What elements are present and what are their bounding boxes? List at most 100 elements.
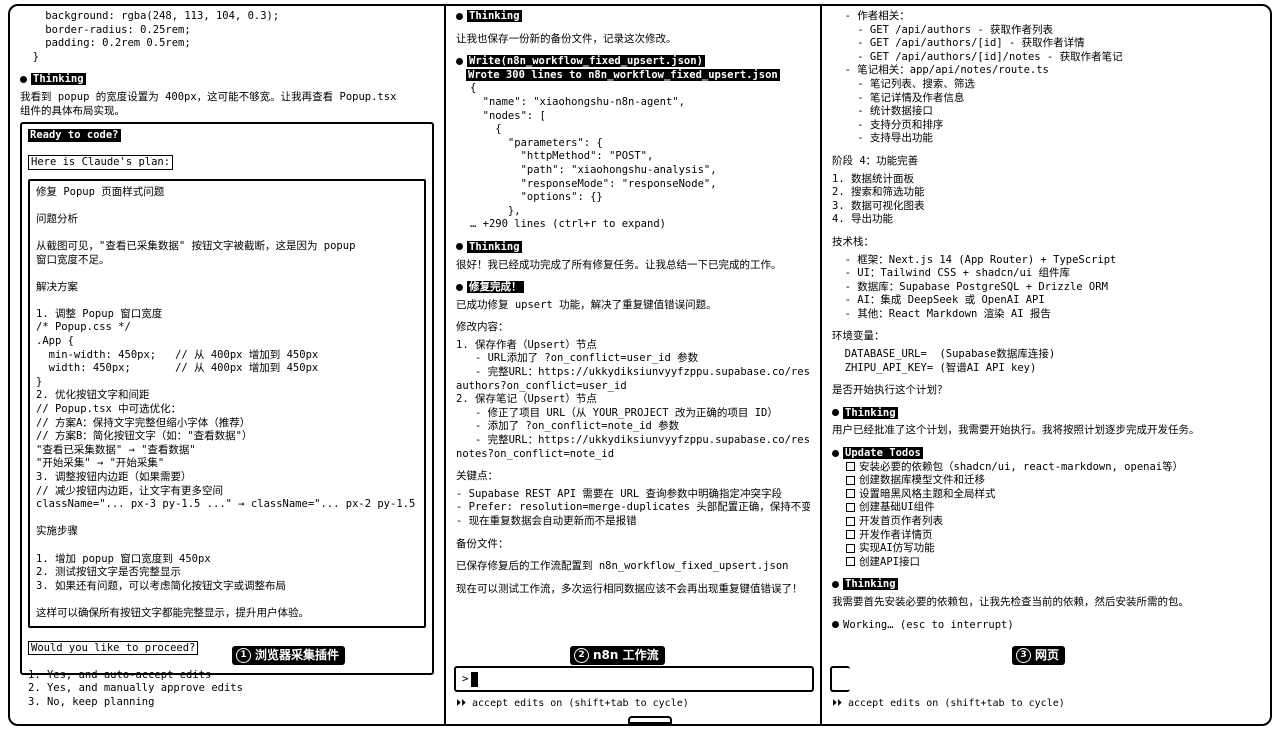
plan-line: min-width: 450px; // 从 400px 增加到 450px: [36, 348, 319, 361]
todo-item: 开发作者详情页: [846, 529, 1260, 542]
prompt-input[interactable]: [830, 666, 850, 692]
phase-label: 阶段 4：功能完善: [832, 154, 919, 167]
changes-label: 修改内容：: [456, 321, 509, 334]
plan-subheader: Here is Claude's plan:: [28, 155, 174, 170]
api-line: - 笔记详情及作者信息: [832, 91, 965, 104]
proceed-option-1[interactable]: 1. Yes, and auto-accept edits: [28, 668, 212, 681]
env-item: ZHIPU_API_KEY= (智谱AI API key): [832, 361, 1037, 374]
checkbox-icon: [846, 489, 855, 499]
api-line: - 作者相关：: [832, 10, 910, 22]
tech-item: - AI：集成 DeepSeek 或 OpenAI API: [832, 294, 1045, 307]
plan-line: 实施步骤: [36, 525, 78, 538]
thinking-label: Thinking: [832, 578, 1260, 591]
api-line: - 支持分页和排序: [832, 118, 944, 131]
write-tool-call: Write(n8n_workflow_fixed_upsert.json): [456, 55, 810, 68]
json-line: "options": {}: [470, 191, 603, 204]
json-line: "httpMethod": "POST",: [470, 150, 654, 163]
update-todos-title: Update Todos: [832, 447, 1260, 460]
code-line: border-radius: 0.25rem;: [20, 23, 191, 36]
tech-item: - UI：Tailwind CSS + shadcn/ui 组件库: [832, 267, 1070, 280]
plan-content: 修复 Popup 页面样式问题 问题分析 从截图可见，"查看已采集数据" 按钮文…: [28, 178, 426, 628]
json-preview[interactable]: { "name": "xiaohongshu-n8n-agent", "node…: [470, 82, 810, 231]
label-browser-plugin: 1 浏览器采集插件: [232, 646, 346, 665]
plan-line: [36, 593, 418, 606]
json-line: "name": "xiaohongshu-n8n-agent",: [470, 95, 685, 108]
thinking-label: Thinking: [20, 73, 434, 86]
plan-line: [36, 294, 418, 307]
plan-line: // 减少按钮内边距，让文字有更多空间: [36, 484, 223, 497]
plan-line: 从截图可见，"查看已采集数据" 按钮文字被截断，这是因为 popup: [36, 239, 356, 252]
change-line: - URL添加了 ?on_conflict=user_id 参数: [456, 352, 699, 365]
code-line: background: rgba(248, 113, 104, 0.3);: [20, 10, 280, 22]
json-line: "nodes": [: [470, 109, 546, 122]
phase-item: 3. 数据可视化图表: [832, 199, 925, 212]
plan-line: 1. 调整 Popup 窗口宽度: [36, 307, 163, 320]
principle-line: - 现在重复数据会自动更新而不是报错: [456, 515, 637, 527]
tech-item: - 其他：React Markdown 渲染 AI 报告: [832, 307, 1051, 320]
principle-label: 关键点：: [456, 470, 498, 483]
bullet-icon: [20, 75, 27, 83]
done-text: 已成功修复 upsert 功能，解决了重复键值错误问题。: [456, 298, 717, 311]
plan-line: 这样可以确保所有按钮文字都能完整显示，提升用户体验。: [36, 606, 309, 619]
plan-line: 3. 调整按钮内边距（如果需要）: [36, 471, 192, 483]
status-bar[interactable]: ⏵⏵ accept edits on (shift+tab to cycle): [456, 698, 689, 709]
plan-dialog: Ready to code? Here is Claude's plan: 修复…: [20, 122, 434, 708]
bullet-icon: [832, 449, 839, 457]
principle-line: - Prefer: resolution=merge-duplicates 头部…: [456, 501, 810, 514]
thinking-line: 组件的具体布局实现。: [20, 104, 125, 117]
tech-list: - 框架：Next.js 14 (App Router) + TypeScrip…: [832, 254, 1260, 321]
tech-item: - 数据库：Supabase PostgreSQL + Drizzle ORM: [832, 280, 1108, 293]
plan-header: Ready to code?: [28, 129, 121, 142]
checkbox-icon: [846, 530, 855, 540]
todo-item: 实现AI仿写功能: [846, 542, 1260, 555]
proceed-option-2[interactable]: 2. Yes, and manually approve edits: [28, 682, 243, 695]
api-line: - GET /api/authors/[id]/notes - 获取作者笔记: [832, 50, 1123, 63]
proceed-option-3[interactable]: 3. No, keep planning: [28, 695, 155, 708]
json-line: … +290 lines (ctrl+r to expand): [470, 218, 666, 231]
thinking-text: 很好！我已经成功完成了所有修复任务。让我总结一下已完成的工作。: [456, 258, 782, 271]
thinking-label: Thinking: [456, 10, 810, 23]
todo-item: 设置暗黑风格主题和全局样式: [846, 488, 1260, 501]
code-snippet: background: rgba(248, 113, 104, 0.3); bo…: [20, 10, 434, 63]
thinking-line: 我看到 popup 的宽度设置为 400px，这可能不够宽。让我再查看 Popu…: [20, 90, 397, 103]
final-text: 现在可以测试工作流，多次运行相同数据应该不会再出现重复键值错误了！: [456, 582, 803, 595]
todo-item: 创建数据库模型文件和迁移: [846, 474, 1260, 487]
bullet-icon: [456, 57, 463, 65]
plan-line: 3. 如果还有问题，可以考虑简化按钮文字或调整布局: [36, 579, 286, 592]
write-result: Wrote 300 lines to n8n_workflow_fixed_up…: [466, 68, 780, 81]
prompt-input[interactable]: >: [454, 666, 814, 692]
change-line: 2. 保存笔记（Upsert）节点: [456, 393, 597, 406]
proceed-question: Would you like to proceed?: [28, 640, 199, 656]
api-plan: - 作者相关： - GET /api/authors - 获取作者列表 - GE…: [832, 10, 1260, 145]
plan-line: className="... px-3 py-1.5 ..." → classN…: [36, 498, 418, 511]
checkbox-icon: [846, 516, 855, 526]
principle-line: - Supabase REST API 需要在 URL 查询参数中明确指定冲突字…: [456, 487, 783, 500]
todo-item: 安装必要的依赖包（shadcn/ui, react-markdown, open…: [846, 461, 1260, 474]
json-line: {: [470, 123, 502, 136]
tech-label: 技术栈：: [832, 235, 874, 248]
plan-line: /* Popup.css */: [36, 321, 131, 334]
phase-item: 1. 数据统计面板: [832, 172, 914, 185]
plan-line: [36, 199, 418, 212]
json-line: "parameters": {: [470, 136, 603, 149]
plan-line: [36, 267, 418, 280]
change-line: authors?on_conflict=user_id: [456, 379, 627, 392]
tech-item: - 框架：Next.js 14 (App Router) + TypeScrip…: [832, 253, 1117, 266]
thinking-label: Thinking: [832, 406, 1260, 420]
thinking-text: 我看到 popup 的宽度设置为 400px，这可能不够宽。让我再查看 Popu…: [20, 91, 434, 117]
label-webpage: 3 网页: [1012, 646, 1066, 665]
principle-list: - Supabase REST API 需要在 URL 查询参数中明确指定冲突字…: [456, 488, 810, 528]
thinking-text: 我需要首先安装必要的依赖包，让我先检查当前的依赖，然后安装所需的包。: [832, 595, 1189, 608]
env-label: 环境变量：: [832, 330, 885, 343]
todo-item: 创建API接口: [846, 556, 1260, 569]
plan-line: 1. 增加 popup 窗口宽度到 450px: [36, 552, 211, 565]
status-bar[interactable]: ⏵⏵ accept edits on (shift+tab to cycle): [832, 698, 1065, 709]
change-line: - 添加了 ?on_conflict=note_id 参数: [456, 420, 680, 433]
phase-item: 4. 导出功能: [832, 213, 893, 226]
bullet-icon: [456, 243, 463, 251]
change-line: - 修正了项目 URL（从 YOUR_PROJECT 改为正确的项目 ID）: [456, 406, 778, 419]
resize-handle[interactable]: [628, 716, 672, 724]
bullet-icon: [832, 580, 839, 588]
